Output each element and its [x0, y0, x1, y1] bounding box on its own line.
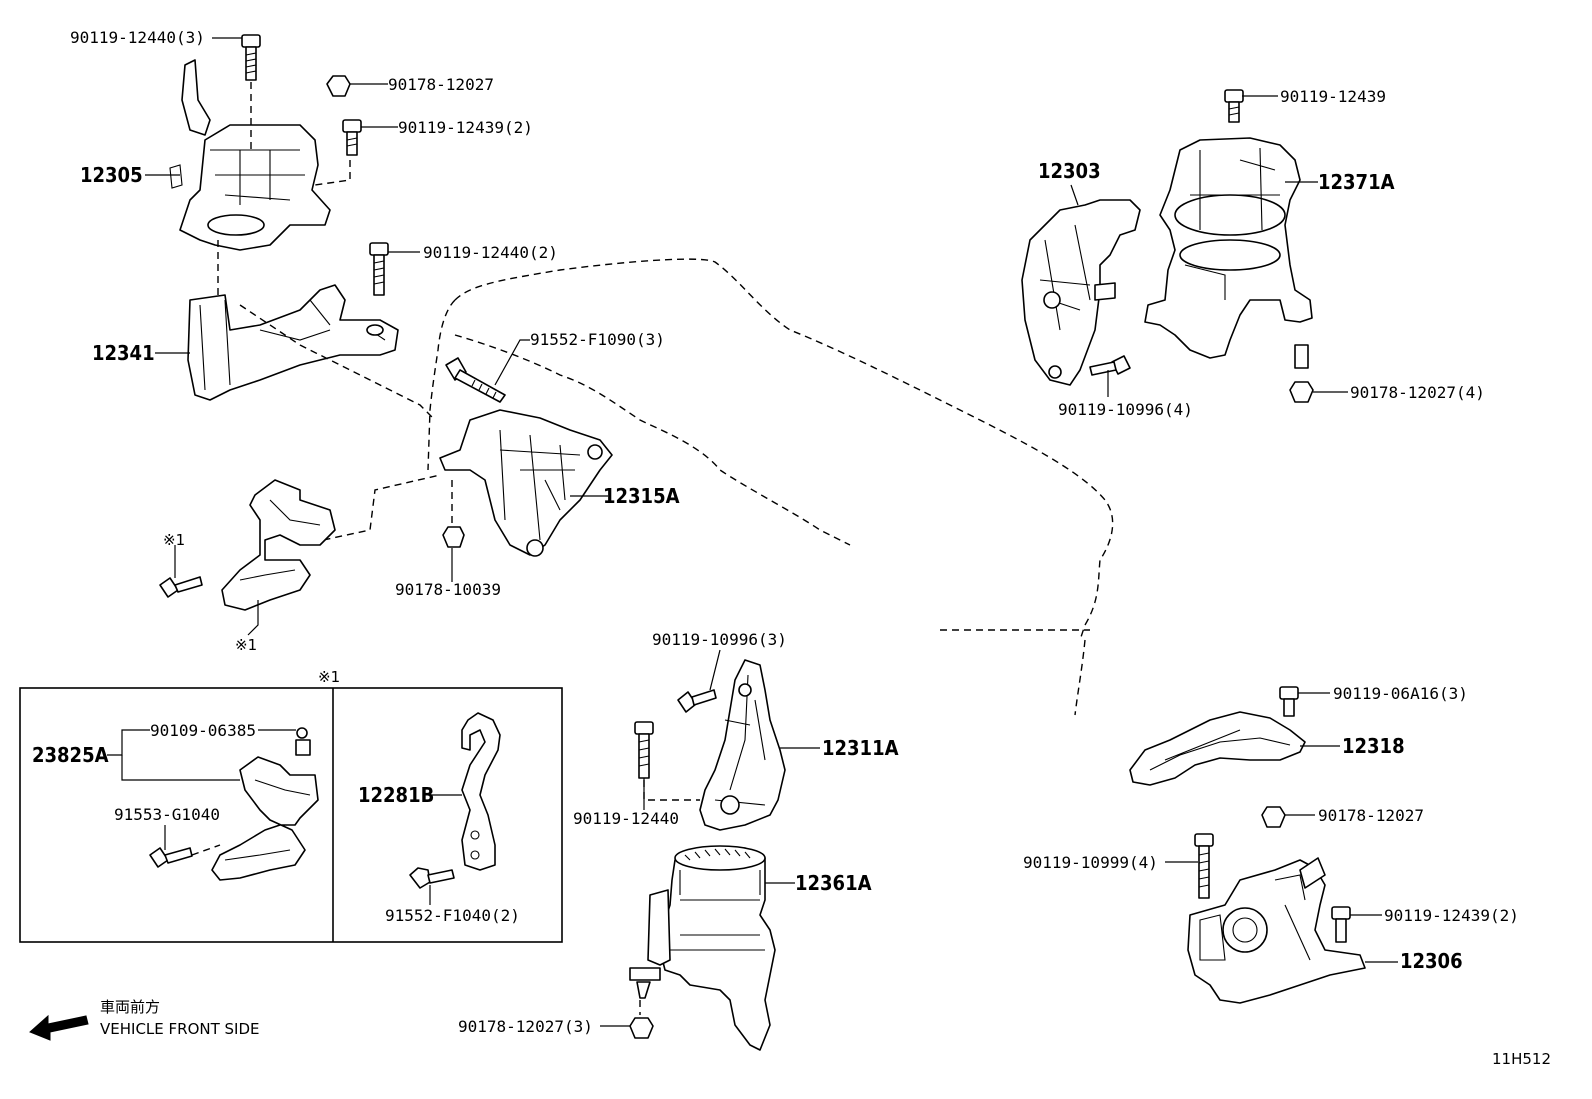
bracket-12341: [187, 284, 399, 401]
mount-12305: [169, 59, 331, 251]
label-90178-12027-a[interactable]: 90178-12027: [388, 75, 494, 94]
label-90178-10039[interactable]: 90178-10039: [395, 580, 501, 599]
diagram-code: 11H512: [1492, 1050, 1551, 1068]
front-arrow-icon: [29, 1014, 89, 1041]
label-12311a[interactable]: 12311A: [822, 736, 899, 760]
bolt-90119-10999-4: [1194, 833, 1214, 899]
detail-box: [19, 687, 563, 943]
mount-12371a: [1144, 137, 1313, 369]
label-12303[interactable]: 12303: [1038, 159, 1101, 183]
nut-90178-12027-right: [1261, 806, 1286, 828]
bracket-12303: [1021, 199, 1141, 386]
engine-outline-lower: [454, 334, 851, 546]
leader-lines: [107, 37, 1398, 1027]
label-90119-12439-2-a[interactable]: 90119-12439(2): [398, 118, 533, 137]
label-23825a[interactable]: 23825A: [32, 743, 109, 767]
bolt-90119-10996-4: [1089, 355, 1131, 376]
label-12315a[interactable]: 12315A: [603, 484, 680, 508]
mount-12361a: [629, 845, 776, 1051]
clip-note-1: [221, 479, 336, 611]
engine-outline-left: [427, 299, 456, 471]
front-side-japanese: 車両前方: [100, 998, 160, 1016]
label-90119-06a16-3[interactable]: 90119-06A16(3): [1333, 684, 1468, 703]
label-90119-12440-2[interactable]: 90119-12440(2): [423, 243, 558, 262]
label-90119-12439[interactable]: 90119-12439: [1280, 87, 1386, 106]
bolt-90119-12439-top: [342, 119, 362, 156]
label-90178-12027-b[interactable]: 90178-12027: [1318, 806, 1424, 825]
bolt-90119-12440-top: [241, 34, 261, 81]
label-12306[interactable]: 12306: [1400, 949, 1463, 973]
label-note-1-a: ※1: [163, 531, 185, 549]
bolt-90119-10996-3: [677, 689, 717, 713]
bolt-90119-12440-center: [634, 721, 654, 779]
bolt-91552-f1040-2: [409, 867, 455, 889]
bolt-91553-g1040: [149, 847, 193, 868]
mount-12306: [1187, 857, 1366, 1004]
bracket-12315a: [439, 409, 613, 557]
label-91552-f1090-3[interactable]: 91552-F1090(3): [530, 330, 665, 349]
label-90119-10999-4[interactable]: 90119-10999(4): [1023, 853, 1158, 872]
clip-23825a: [211, 756, 319, 881]
label-91553-g1040[interactable]: 91553-G1040: [114, 805, 220, 824]
label-90178-12027-3[interactable]: 90178-12027(3): [458, 1017, 593, 1036]
nut-90178-12027-top: [326, 75, 351, 97]
label-12371a[interactable]: 12371A: [1318, 170, 1395, 194]
label-12341[interactable]: 12341: [92, 341, 155, 365]
label-90109-06385[interactable]: 90109-06385: [150, 721, 256, 740]
label-91552-f1040-2[interactable]: 91552-F1040(2): [385, 906, 520, 925]
label-90119-12440[interactable]: 90119-12440: [573, 809, 679, 828]
bolt-90119-12439-right: [1224, 89, 1244, 123]
nut-90178-10039: [442, 526, 465, 548]
part-labels: 90119-12440(3) 90178-12027 90119-12439(2…: [32, 28, 1551, 1068]
engine-outline: [454, 258, 1114, 716]
label-note-1-b: ※1: [235, 636, 257, 654]
bracket-12311a: [699, 659, 786, 831]
label-note-1-c: ※1: [318, 668, 340, 686]
front-side-english: VEHICLE FRONT SIDE: [100, 1020, 260, 1038]
label-90119-10996-4[interactable]: 90119-10996(4): [1058, 400, 1193, 419]
label-12361a[interactable]: 12361A: [795, 871, 872, 895]
bolt-90119-12440-2: [369, 242, 389, 296]
nut-90178-12027-4: [1289, 381, 1314, 403]
hook-12281b: [461, 712, 501, 871]
bolt-90119-06a16-3: [1279, 686, 1299, 717]
label-90119-12440-3[interactable]: 90119-12440(3): [70, 28, 205, 47]
bolt-90119-12439-2-right: [1331, 906, 1351, 943]
label-12305[interactable]: 12305: [80, 163, 143, 187]
bracket-12318: [1129, 711, 1306, 786]
nut-90178-12027-3: [629, 1017, 654, 1039]
bolt-90109-06385: [295, 727, 311, 756]
label-90178-12027-4[interactable]: 90178-12027(4): [1350, 383, 1485, 402]
label-90119-10996-3[interactable]: 90119-10996(3): [652, 630, 787, 649]
label-12318[interactable]: 12318: [1342, 734, 1405, 758]
label-12281b[interactable]: 12281B: [358, 783, 434, 807]
bolt-91552-f1090: [445, 357, 506, 403]
bolt-note-1: [159, 576, 203, 598]
label-90119-12439-2-b[interactable]: 90119-12439(2): [1384, 906, 1519, 925]
